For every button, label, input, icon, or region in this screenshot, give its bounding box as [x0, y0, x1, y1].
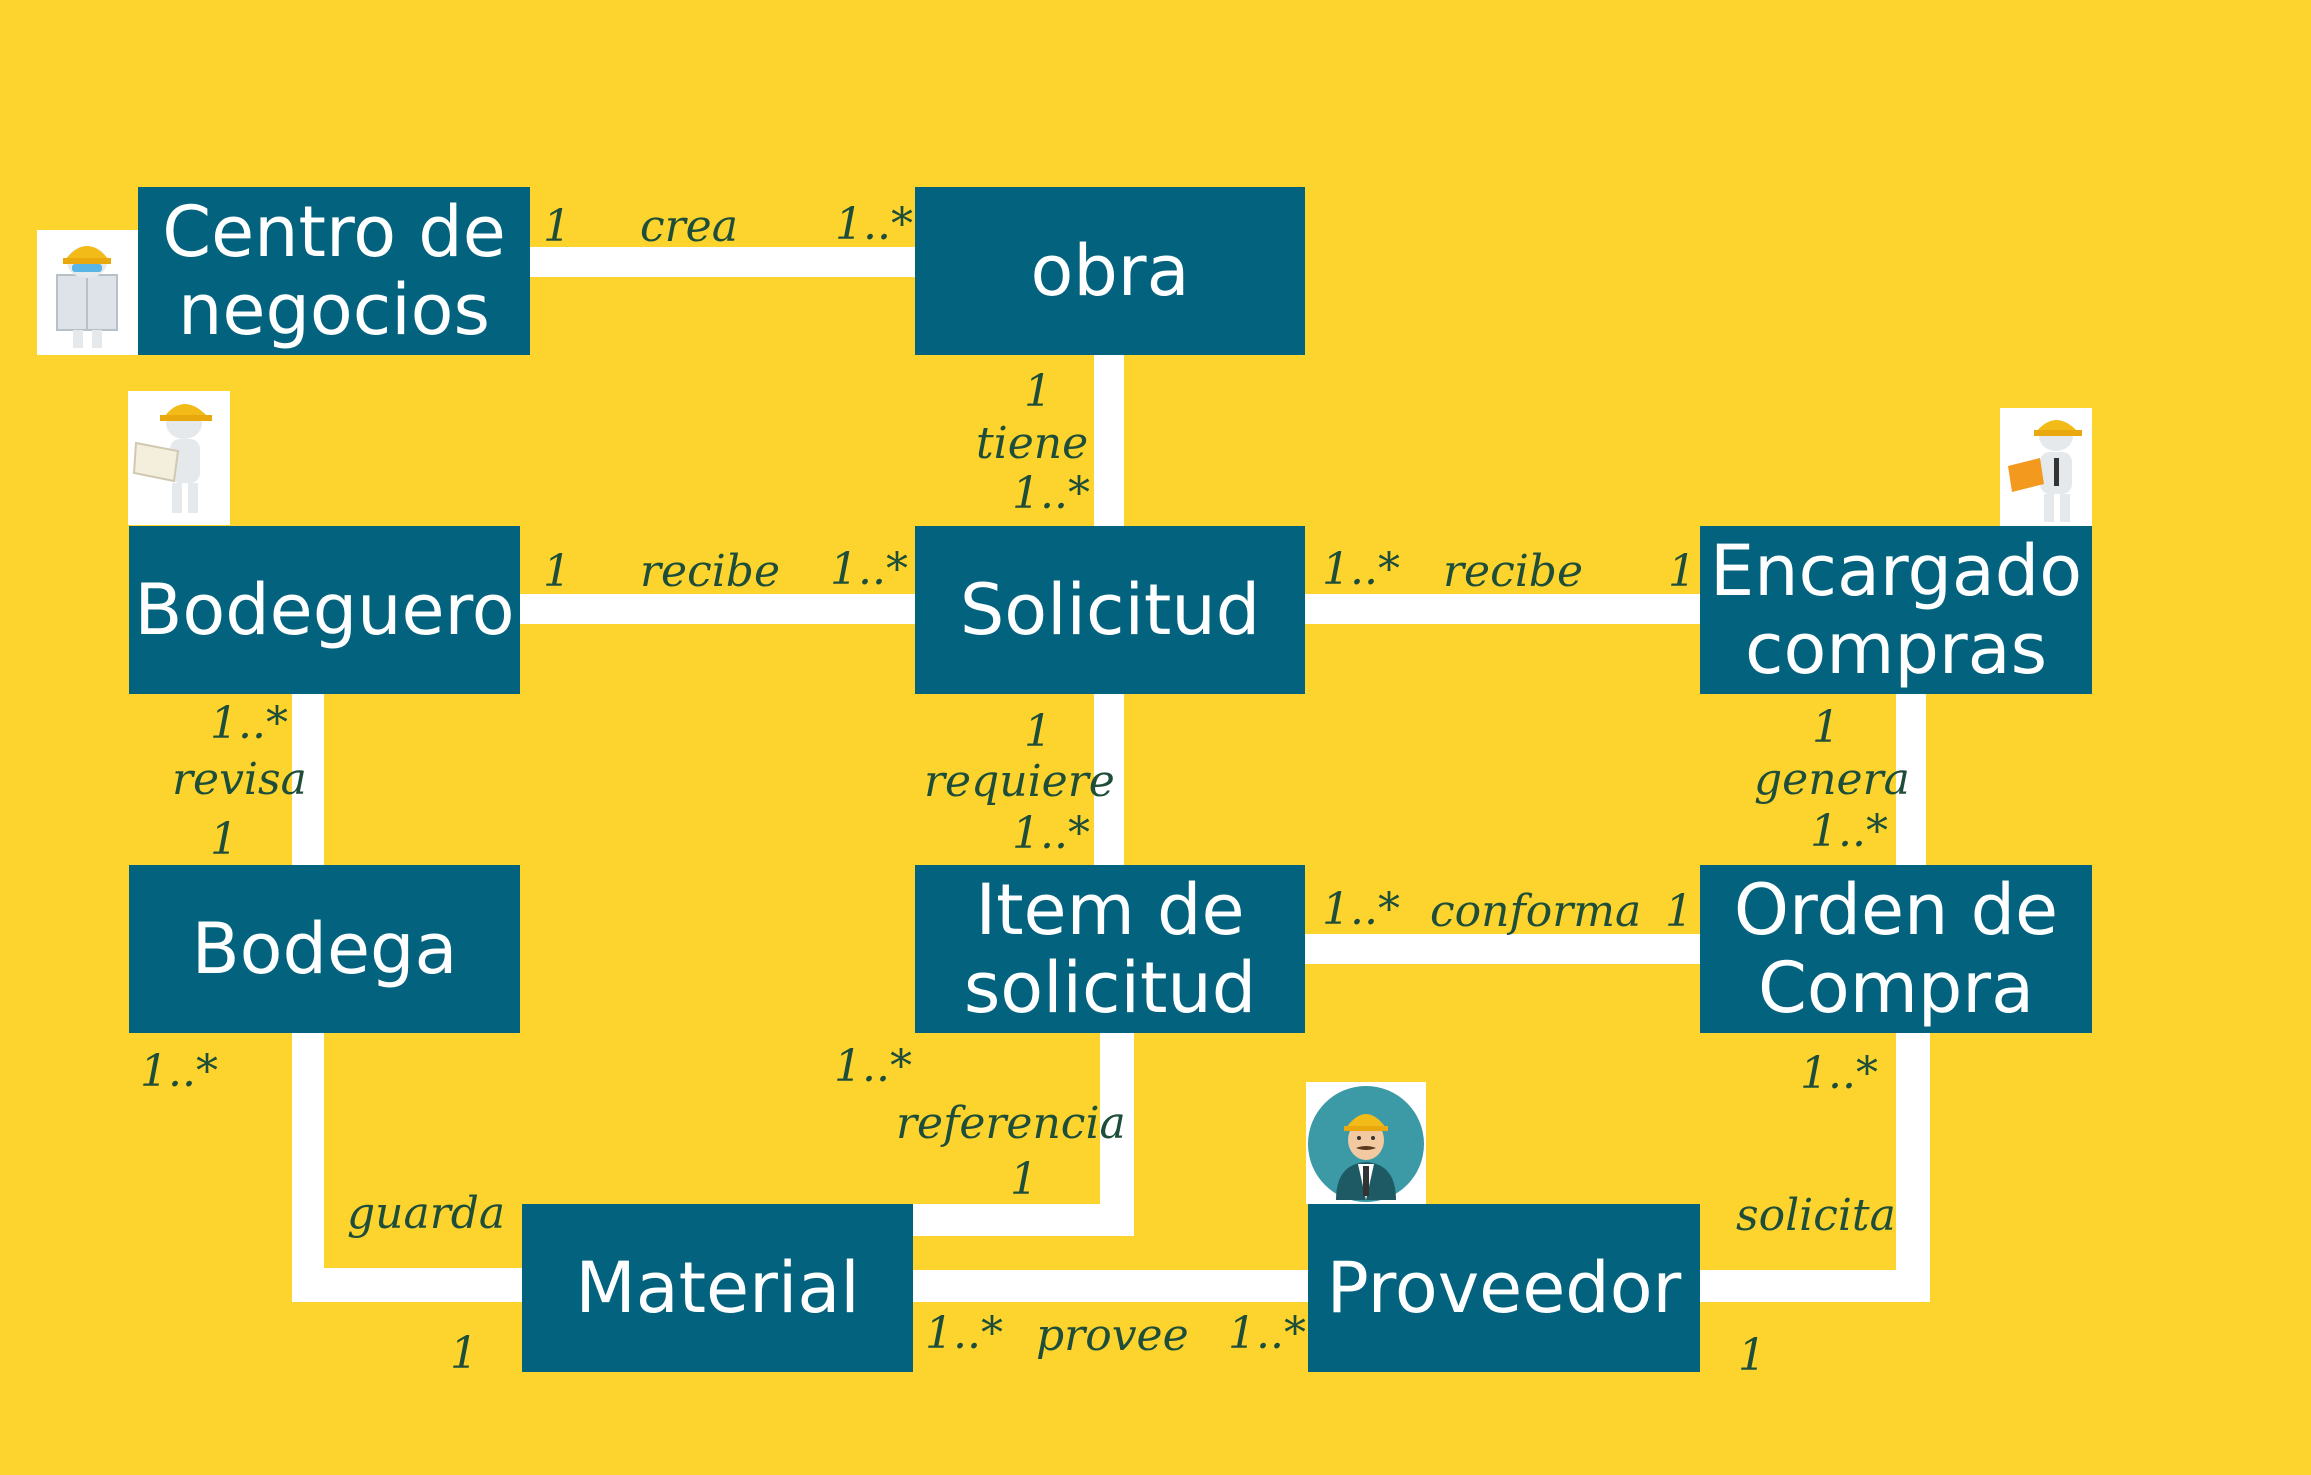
guarda-mult-from: 1..*: [140, 1046, 218, 1097]
recibe-bodeguero-mult-from: 1: [543, 546, 571, 597]
connector-solicita: [1700, 1032, 1930, 1302]
connector-requiere: [1094, 693, 1124, 865]
conforma-mult-to: 1: [1665, 886, 1693, 937]
referencia-mult-from: 1..*: [834, 1041, 912, 1092]
provee-mult-from: 1..*: [925, 1308, 1003, 1359]
requiere-mult-from: 1: [1024, 706, 1052, 757]
provee-verb: provee: [1036, 1310, 1189, 1361]
recibe-bodeguero-mult-to: 1..*: [830, 544, 908, 595]
connector-crea: [530, 247, 915, 277]
crea-mult-from: 1: [543, 201, 571, 252]
revisa-verb: revisa: [172, 754, 307, 805]
conforma-verb: conforma: [1430, 886, 1642, 937]
entity-orden-de-compra: Orden de Compra: [1700, 865, 2092, 1033]
connector-provee: [913, 1270, 1308, 1302]
entity-solicitud: Solicitud: [915, 526, 1305, 694]
revisa-mult-from: 1..*: [210, 698, 288, 749]
recibe-bodeguero-verb: recibe: [640, 546, 780, 597]
entity-item-de-solicitud: Item de solicitud: [915, 865, 1305, 1033]
worker-helmet-blueprint-icon: [128, 391, 230, 525]
recibe-encargado-mult-from: 1..*: [1322, 544, 1400, 595]
genera-verb: genera: [1754, 754, 1910, 805]
worker-helmet-clipboard-icon: [2000, 408, 2092, 526]
requiere-mult-to: 1..*: [1012, 808, 1090, 859]
conforma-mult-from: 1..*: [1322, 884, 1400, 935]
connector-tiene: [1094, 354, 1124, 526]
entity-bodega: Bodega: [129, 865, 520, 1033]
connector-recibe-bodeguero: [520, 594, 915, 624]
guarda-mult-to: 1: [450, 1328, 478, 1379]
genera-mult-from: 1: [1812, 702, 1840, 753]
requiere-verb: requiere: [924, 756, 1115, 807]
provee-mult-to: 1..*: [1228, 1308, 1306, 1359]
guarda-verb: guarda: [347, 1188, 506, 1239]
crea-mult-to: 1..*: [835, 199, 913, 250]
entity-obra: obra: [915, 187, 1305, 355]
solicita-mult-from: 1..*: [1800, 1048, 1878, 1099]
tiene-mult-from: 1: [1024, 366, 1052, 417]
tiene-mult-to: 1..*: [1012, 468, 1090, 519]
referencia-verb: referencia: [896, 1098, 1126, 1149]
connector-recibe-encargado: [1305, 594, 1700, 624]
solicita-mult-to: 1: [1738, 1330, 1766, 1381]
connector-genera: [1896, 693, 1926, 865]
entity-centro-de-negocios: Centro de negocios: [138, 187, 530, 355]
entity-proveedor: Proveedor: [1308, 1204, 1700, 1372]
connector-guarda: [292, 1032, 522, 1302]
worker-helmet-reading-icon: [37, 230, 138, 355]
connector-referencia: [913, 1032, 1134, 1236]
entity-encargado-compras: Encargado compras: [1700, 526, 2092, 694]
revisa-mult-to: 1: [210, 814, 238, 865]
genera-mult-to: 1..*: [1810, 806, 1888, 857]
tiene-verb: tiene: [976, 418, 1089, 469]
connector-revisa: [292, 693, 324, 865]
referencia-mult-to: 1: [1010, 1154, 1038, 1205]
entity-material: Material: [522, 1204, 913, 1372]
recibe-encargado-mult-to: 1: [1668, 546, 1696, 597]
solicita-verb: solicita: [1736, 1190, 1896, 1241]
entity-bodeguero: Bodeguero: [129, 526, 520, 694]
recibe-encargado-verb: recibe: [1443, 546, 1583, 597]
supplier-avatar-icon: [1306, 1082, 1426, 1204]
crea-verb: crea: [640, 201, 738, 252]
connector-conforma: [1305, 934, 1700, 964]
